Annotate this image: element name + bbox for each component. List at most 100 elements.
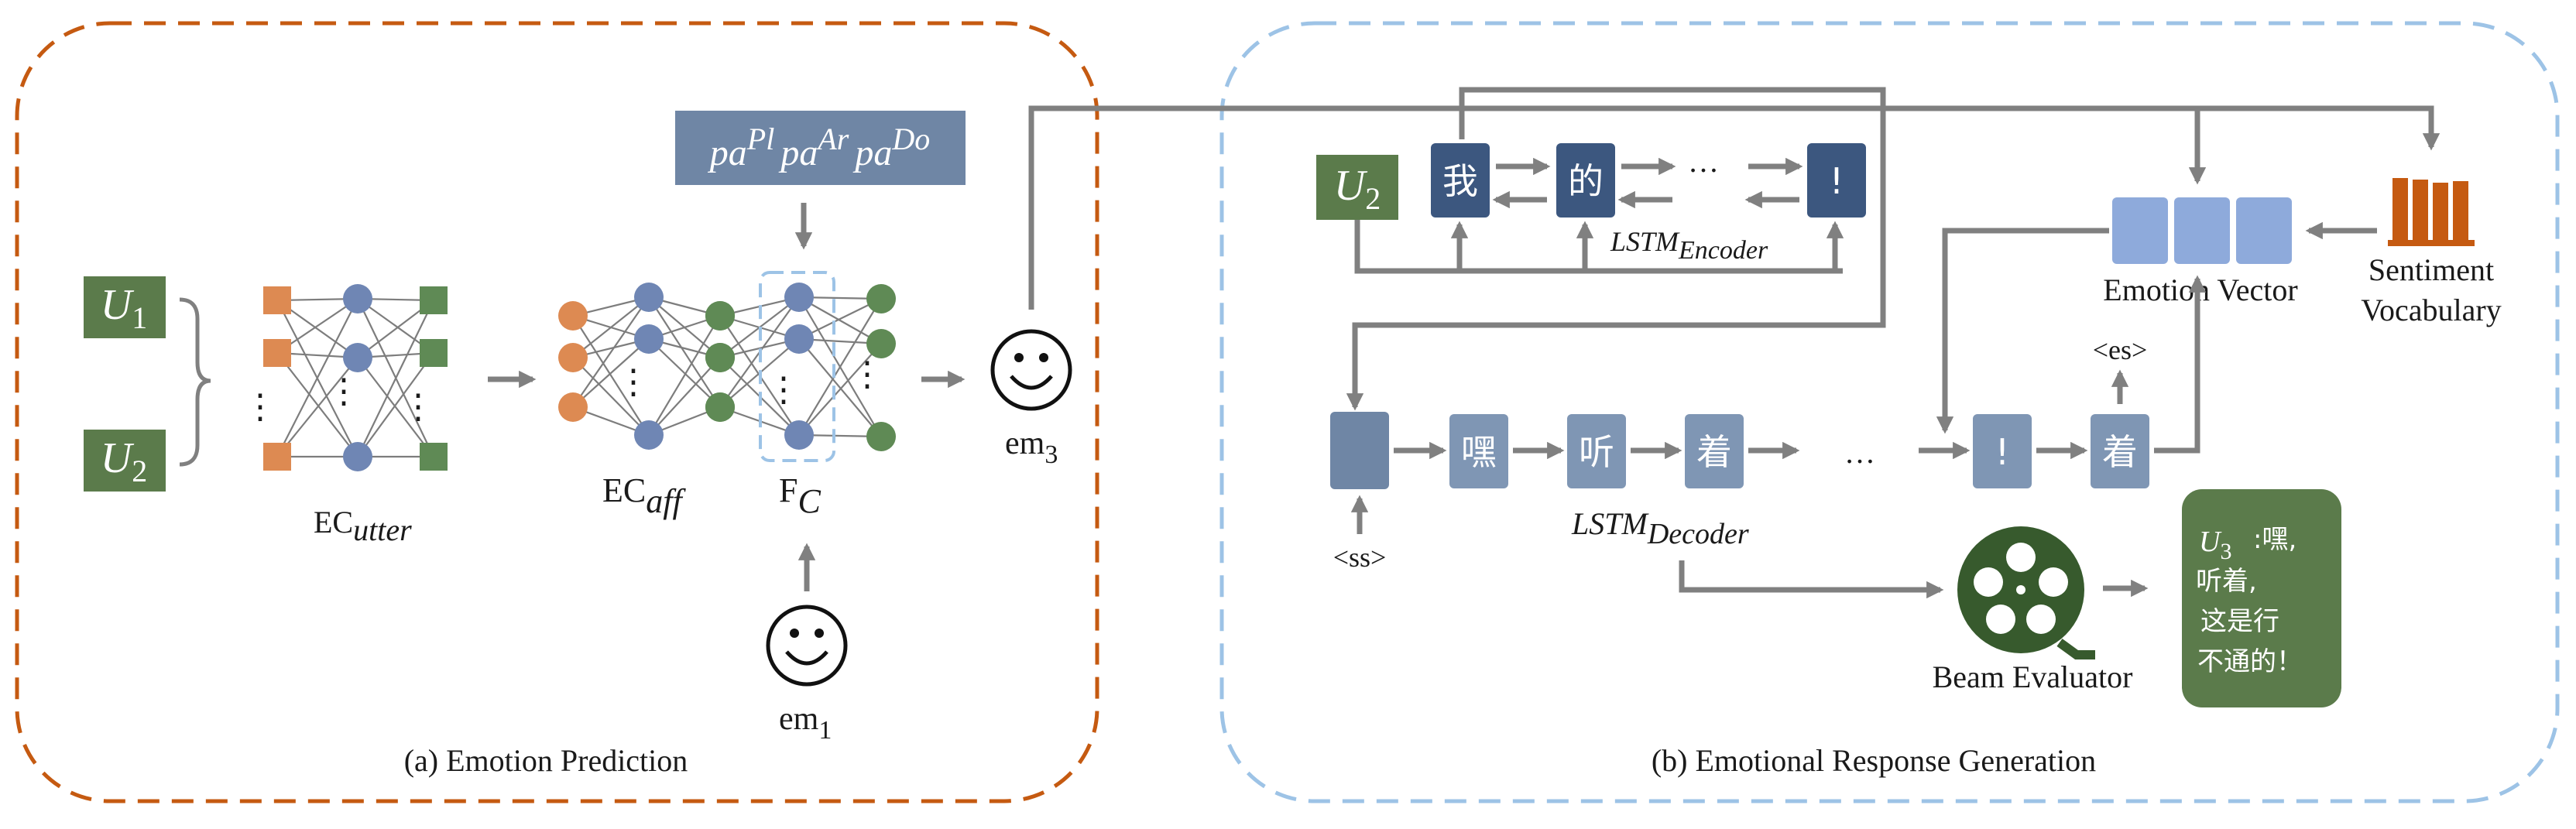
network-node	[420, 286, 448, 314]
ec-aff-label: ECaff	[602, 471, 686, 520]
network-node	[558, 343, 588, 372]
network-node	[784, 324, 814, 354]
network-edge	[648, 357, 721, 436]
start-token-label: <ss>	[1333, 542, 1387, 573]
emotion-vector	[2112, 197, 2292, 264]
em1-label: em1	[779, 701, 832, 745]
svg-text:的: 的	[1568, 160, 1604, 202]
network-edge	[572, 296, 650, 408]
smiley-face-icon	[766, 605, 848, 687]
svg-text:U3: U3	[2199, 526, 2231, 564]
utterance-u2-sub: 2	[132, 454, 147, 488]
network-node	[634, 324, 664, 354]
network-node	[263, 339, 291, 367]
fc-dots-right: ⋮	[850, 355, 884, 393]
network-node	[866, 422, 896, 451]
decoder-start-box	[1330, 412, 1389, 489]
utterance-brace	[179, 297, 211, 467]
ec-utter-dots-right: ⋮	[401, 388, 435, 426]
response-line-2: 听着,	[2196, 566, 2257, 597]
encoder-token-3: !	[1807, 143, 1866, 218]
network-edge	[572, 296, 650, 358]
panel-b-caption: (b) Emotional Response Generation	[1652, 743, 2096, 778]
network-node	[263, 443, 291, 471]
panel-b-border	[1219, 21, 2560, 803]
response-speaker-sub: 3	[2220, 539, 2231, 564]
svg-text:听: 听	[1579, 431, 1614, 473]
network-node	[705, 343, 735, 372]
decoder-token-3: 着	[1685, 414, 1744, 488]
utterance-u2-encoder-box: U2	[1316, 155, 1398, 220]
response-speaker-base: U	[2199, 526, 2222, 558]
connector-encoder-loop	[1346, 87, 1886, 411]
beam-evaluator-label: Beam Evaluator	[1933, 659, 2133, 694]
utterance-u1-base: U	[101, 281, 135, 329]
network-node	[705, 301, 735, 331]
network-edge	[798, 298, 882, 436]
sentiment-vocab-label-line2: Vocabulary	[2361, 293, 2501, 327]
svg-text:我: 我	[1442, 160, 1478, 202]
books-icon	[2388, 178, 2475, 246]
network-node	[866, 284, 896, 313]
network-edge	[357, 300, 434, 457]
ec-utter-network	[263, 284, 448, 471]
encoder-ellipsis: …	[1688, 144, 1719, 179]
network-edge	[798, 296, 882, 344]
network-node	[866, 329, 896, 358]
network-node	[343, 442, 372, 471]
connector-u2-to-encoder	[1354, 220, 1843, 274]
network-edge	[572, 338, 650, 408]
svg-text:U2: U2	[1334, 162, 1381, 216]
response-box: U3 :嘿, 听着, 这是行 不通的！	[2182, 489, 2341, 707]
network-node	[784, 283, 814, 312]
response-line-3: 这是行	[2200, 606, 2279, 637]
network-edge	[357, 357, 434, 457]
decoder-token-4: !	[1973, 414, 2032, 488]
em3-label: em3	[1005, 426, 1058, 469]
network-edge	[276, 357, 358, 457]
network-node	[343, 284, 372, 313]
connector-vector-to-decoder	[1936, 228, 2109, 434]
ec-utter-label: ECutter	[314, 505, 412, 547]
connector-decoder-to-beam	[1679, 560, 1944, 599]
network-node	[420, 339, 448, 367]
decoder-ellipsis: …	[1844, 435, 1875, 470]
response-line-1: :嘿,	[2253, 524, 2296, 555]
network-node	[558, 392, 588, 422]
utterance-u2-box: U2	[84, 430, 166, 492]
encoder-token-1: 我	[1431, 143, 1490, 218]
svg-text:着: 着	[1696, 431, 1732, 473]
utterance-u1-box: U1	[84, 276, 166, 338]
network-edge	[798, 338, 882, 437]
emotion-vector-label: Emotion Vector	[2103, 272, 2297, 307]
utterance-u1-sub: 1	[132, 300, 147, 335]
fc-network	[705, 283, 896, 451]
response-line-4: 不通的！	[2197, 646, 2303, 677]
network-node	[705, 392, 735, 422]
network-edge	[798, 343, 882, 436]
network-edge	[648, 338, 721, 408]
fc-label: FC	[779, 471, 821, 520]
network-node	[343, 343, 372, 372]
panel-a-caption: (a) Emotion Prediction	[404, 743, 688, 778]
ec-aff-dots: ⋮	[616, 363, 650, 401]
network-edge	[648, 296, 721, 408]
ec-utter-dots-mid: ⋮	[327, 372, 361, 410]
decoder-token-5: 着	[2091, 414, 2149, 488]
end-token-label: <es>	[2093, 334, 2148, 365]
connector-decoder-to-vector	[2154, 275, 2207, 454]
encoder-label: LSTMEncoder	[1610, 226, 1768, 265]
svg-text:嘿: 嘿	[1461, 431, 1497, 473]
smiley-face-icon	[990, 329, 1072, 411]
film-reel-icon	[1957, 526, 2095, 659]
svg-text:U1: U1	[101, 281, 147, 335]
connector-em3-top	[1028, 105, 2441, 310]
fc-highlight-box	[759, 271, 835, 462]
network-edge	[798, 298, 882, 340]
network-edge	[276, 298, 358, 457]
encoder-token-2: 的	[1556, 143, 1615, 218]
network-edge	[276, 352, 358, 457]
